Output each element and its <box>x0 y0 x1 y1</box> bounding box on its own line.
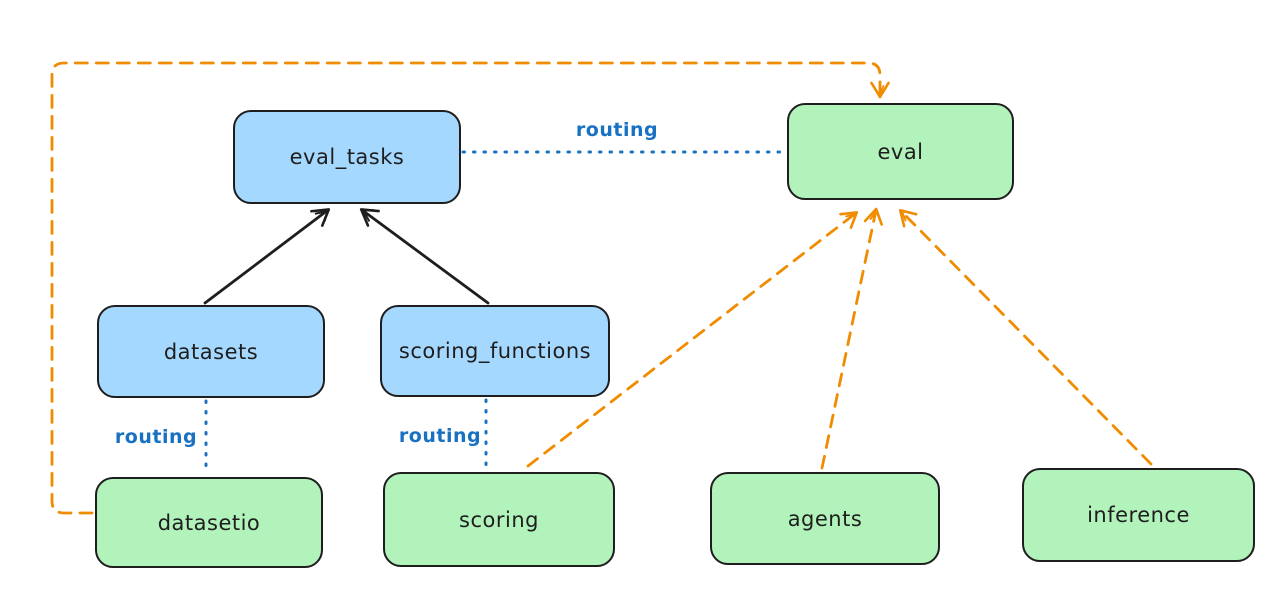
edge-datasets-to-eval_tasks <box>203 208 331 305</box>
node-agents: agents <box>710 472 940 565</box>
edge-datasetio-to-eval <box>50 61 890 515</box>
edge-label-routing-scoring: routing <box>398 425 482 447</box>
node-eval_tasks-label: eval_tasks <box>289 145 405 169</box>
node-inference: inference <box>1022 468 1255 562</box>
node-scoring_functions-label: scoring_functions <box>398 339 592 363</box>
edge-label-routing-datasets: routing <box>114 426 198 448</box>
node-datasetio: datasetio <box>95 477 323 568</box>
node-scoring: scoring <box>383 472 615 567</box>
node-datasets-label: datasets <box>163 339 259 364</box>
edge-agents-to-eval <box>820 207 883 470</box>
edge-label-routing-top: routing <box>575 119 659 141</box>
node-eval_tasks: eval_tasks <box>233 110 461 204</box>
node-agents-label: agents <box>787 506 863 531</box>
edge-inference-to-eval <box>898 208 1153 466</box>
node-eval-label: eval <box>877 139 924 164</box>
node-datasetio-label: datasetio <box>157 510 261 535</box>
node-datasets: datasets <box>97 305 325 398</box>
node-inference-label: inference <box>1087 503 1190 527</box>
edge-scoring_functions-to-eval_tasks <box>359 208 490 305</box>
edge-scoring-to-eval <box>526 211 859 468</box>
node-eval: eval <box>787 103 1014 200</box>
node-scoring_functions: scoring_functions <box>380 305 610 397</box>
node-scoring-label: scoring <box>459 507 539 532</box>
